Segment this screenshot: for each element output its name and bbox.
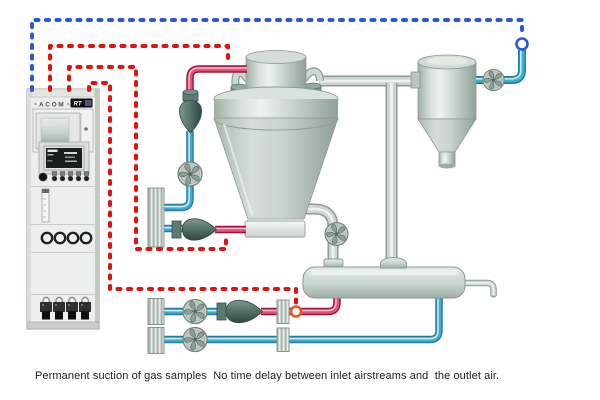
cyclone-cone [417, 118, 477, 153]
switch-row[interactable] [51, 171, 90, 182]
spray-dryer [213, 50, 339, 238]
outlet-sample-connector-icon [515, 37, 529, 51]
air-filter-grid-outlet [147, 327, 165, 354]
clean-air-outlet-pipe [476, 50, 526, 84]
exhaust-fan-icon [482, 68, 505, 92]
fluidbed-inlet-sample-line-dashed [87, 81, 298, 307]
gauge-ports [40, 231, 93, 245]
dryer-exhaust-fan-icon [324, 221, 349, 247]
cabinet-brand-label: ACOM [39, 102, 65, 109]
outlet-sample-line-dashed [30, 18, 524, 92]
dryer-cone [213, 117, 339, 220]
air-heater-grid-mid [147, 187, 165, 248]
power-knob[interactable] [38, 172, 48, 182]
inline-grid-outlet [276, 327, 290, 352]
sample-inlet-connectors[interactable] [40, 296, 91, 320]
screw-icon [34, 103, 37, 105]
sampler-cyclone-bottom [216, 299, 264, 324]
cyclone-body [417, 61, 477, 120]
cyclone-inlet-flange [410, 71, 421, 89]
dryer-inlet-red-pipe [186, 65, 247, 93]
dryer-collector-box [244, 220, 306, 238]
fluidbed-vessel [302, 257, 466, 299]
mid-sample-fan-icon [177, 161, 203, 187]
rotameter [41, 188, 50, 223]
pipe-open-end [491, 295, 496, 298]
door-knob[interactable] [84, 127, 88, 131]
inline-grid-inlet [276, 299, 290, 324]
cabinet-logo-text: RT [74, 101, 83, 108]
cyclone-separator [410, 54, 477, 169]
dryer-outlet-red-pipe [215, 225, 246, 234]
dryer-outlet-sample-line-dashed [67, 65, 228, 251]
diagram-caption: Permanent suction of gas samples No time… [35, 370, 500, 382]
gas-analyzer-cabinet: ACOM RT [26, 88, 100, 330]
sampler-cyclone-vertical [179, 89, 202, 134]
sampler-cyclone-mid [171, 218, 218, 241]
screw-icon [67, 103, 69, 105]
outlet-air-fan-icon [182, 326, 208, 353]
outlet-air-blue-pipe-bottom [163, 297, 443, 344]
air-filter-grid-inlet [147, 298, 165, 325]
vessel-fan-flange [323, 258, 344, 268]
inlet-sample-fan-icon [182, 298, 208, 325]
dryer-inlet-sample-line-dashed [48, 44, 230, 92]
inlet-sample-connector-icon [289, 305, 303, 318]
fluidbed-exit-pipe [464, 279, 497, 298]
vessel-dome-flange [380, 257, 407, 269]
